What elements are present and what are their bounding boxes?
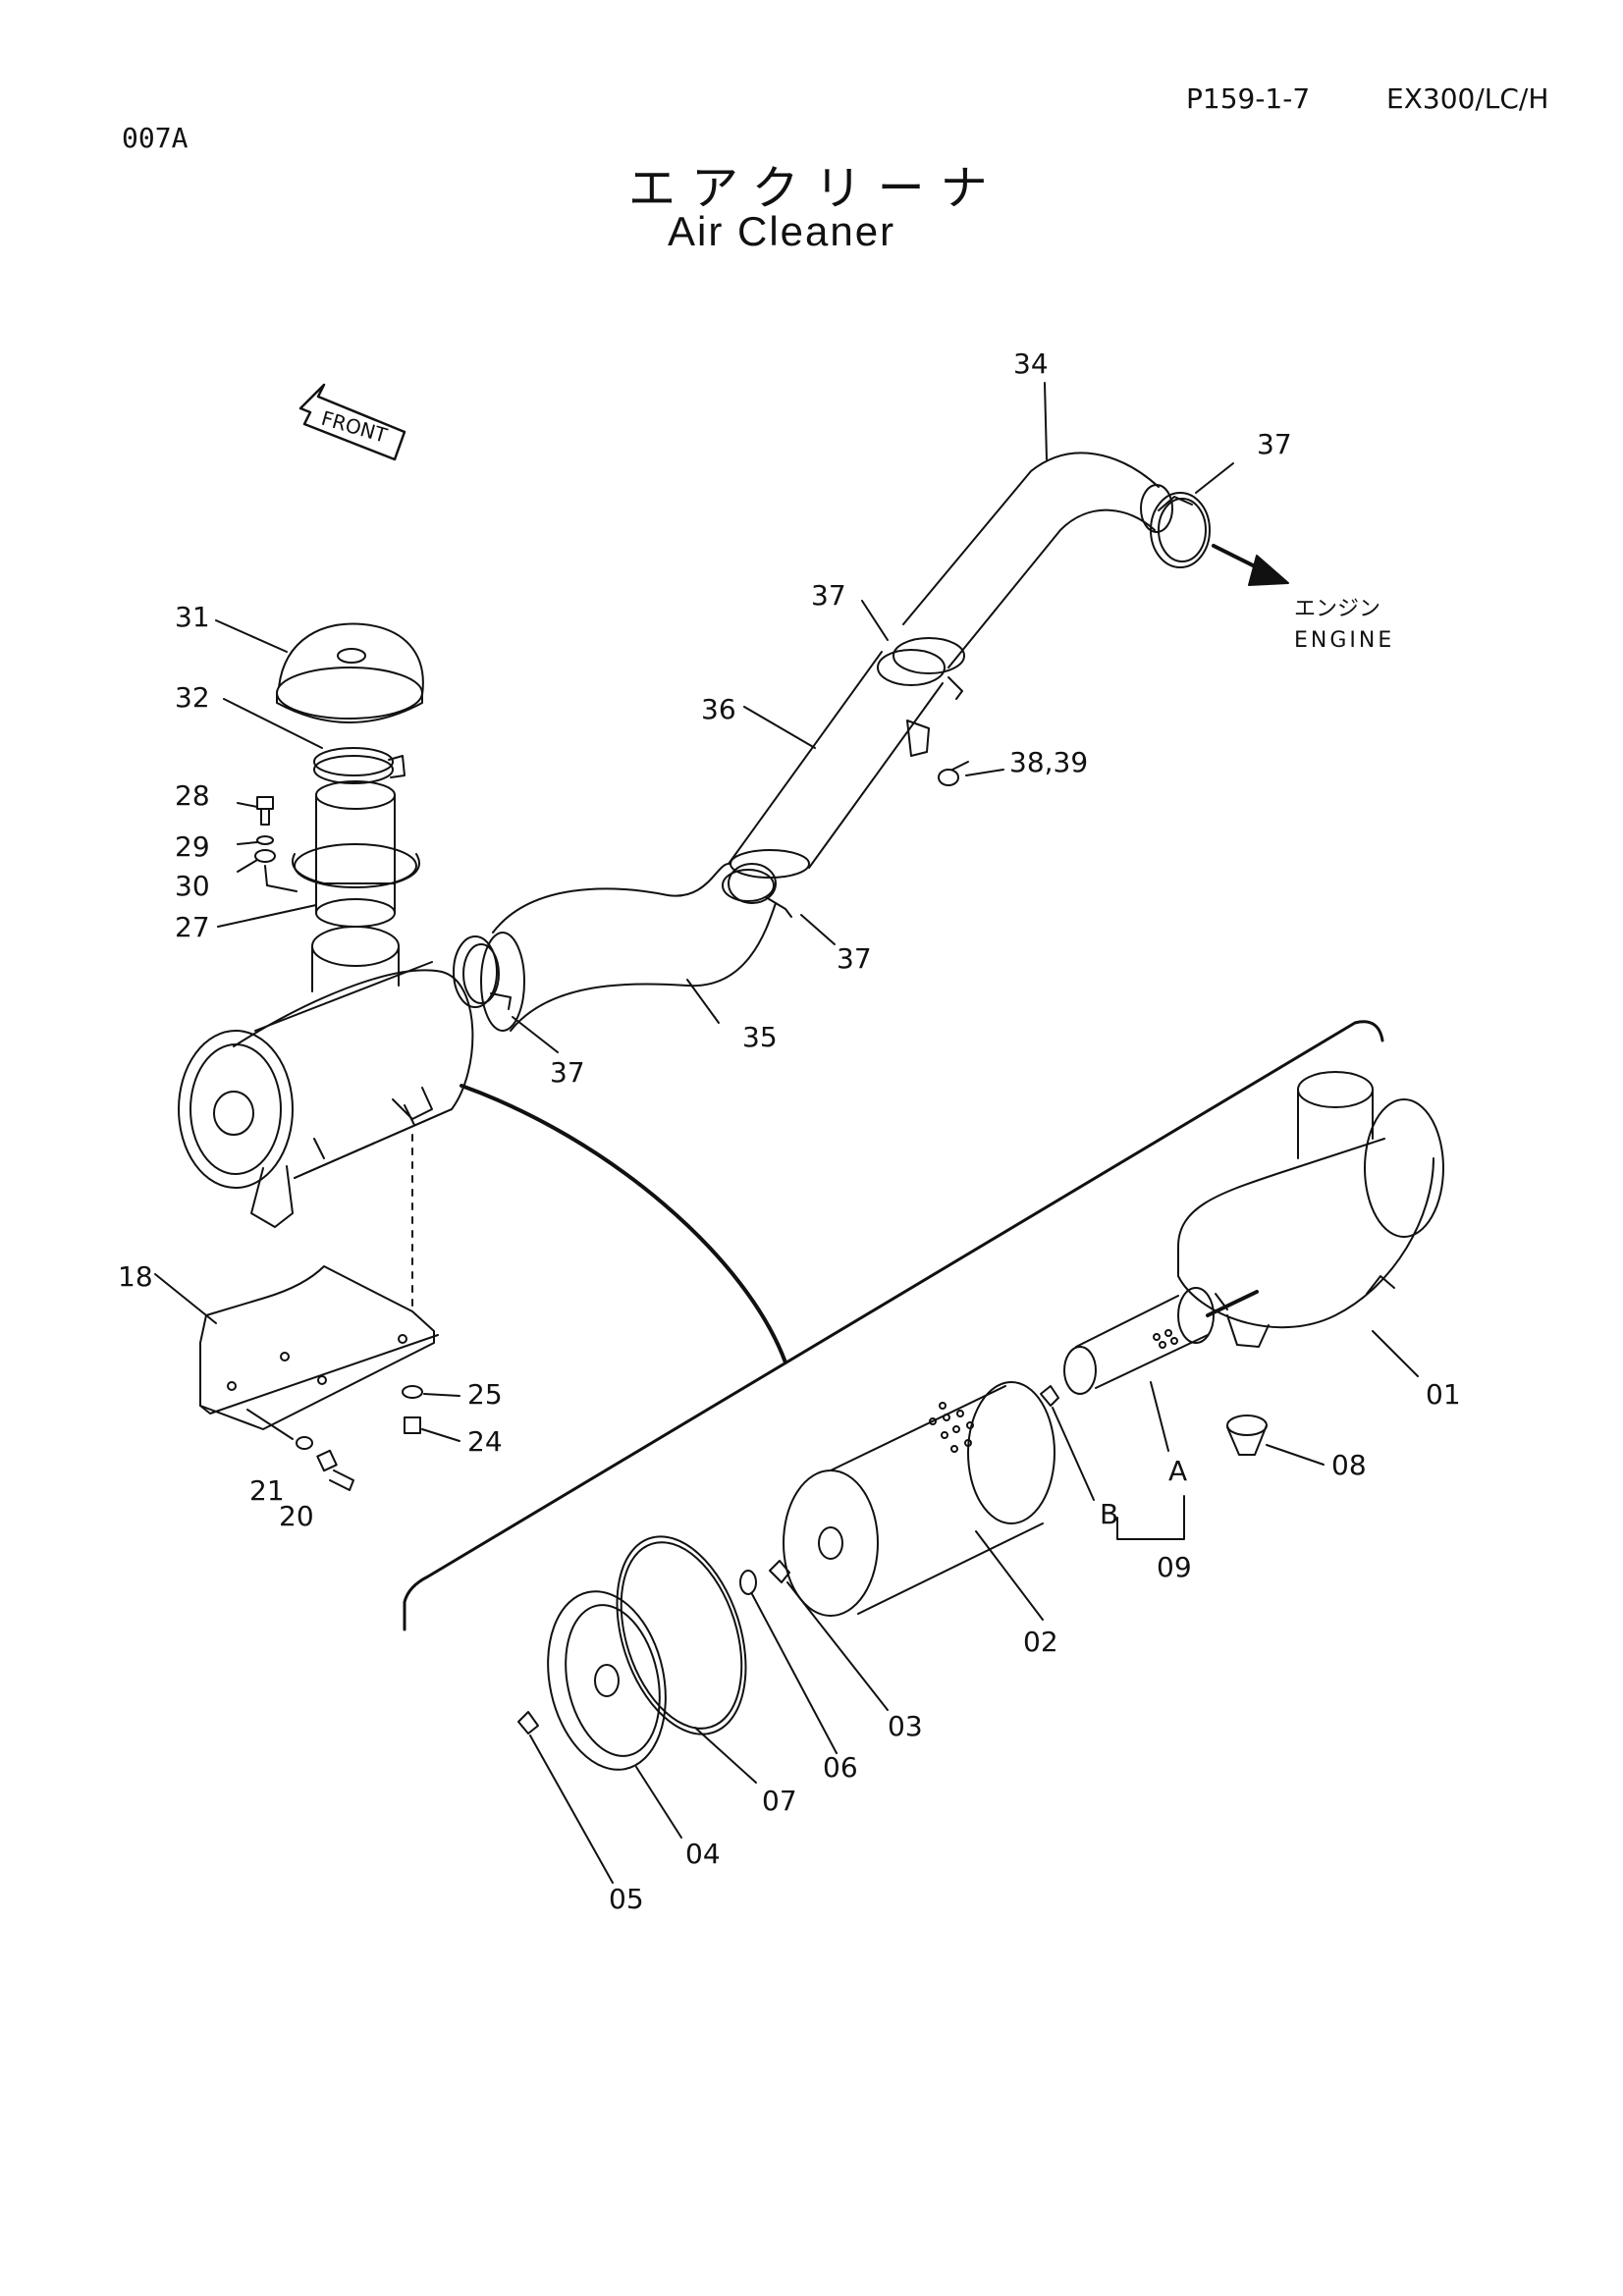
callout-37-engine: 37 — [1257, 428, 1292, 460]
bolt-28 — [257, 797, 273, 825]
wing-nut-b — [1041, 1386, 1058, 1406]
dust-valve-08 — [1227, 1415, 1267, 1455]
callout-36: 36 — [701, 693, 736, 725]
hose-34 — [903, 453, 1172, 667]
title-japanese: エアクリーナ — [628, 161, 1003, 216]
clamp-37-upper-pipe — [893, 638, 964, 699]
intake-pipe-27 — [293, 781, 419, 927]
title-english: Air Cleaner — [668, 208, 896, 254]
air-cleaner-assembly — [179, 927, 472, 1227]
callout-01: 01 — [1426, 1378, 1461, 1411]
callout-18: 18 — [118, 1260, 153, 1293]
screw-38-39 — [939, 762, 968, 785]
wing-nut-03 — [770, 1561, 789, 1582]
callout-29: 29 — [175, 830, 210, 863]
callout-37-hose: 37 — [550, 1056, 585, 1089]
clamp-37-engine — [1151, 493, 1210, 567]
bolt-24 — [405, 1417, 420, 1433]
callout-09: 09 — [1157, 1551, 1192, 1583]
front-direction-arrow: FRONT — [300, 385, 405, 459]
engine-label-japanese: エンジン — [1294, 597, 1381, 621]
engine-direction-arrow — [1214, 546, 1288, 585]
air-cleaner-body-01 — [1178, 1072, 1443, 1347]
callout-02: 02 — [1023, 1626, 1058, 1658]
callout-08: 08 — [1331, 1449, 1367, 1481]
pipe-36 — [729, 650, 945, 878]
callout-a: A — [1168, 1455, 1188, 1487]
sheet-code: 007A — [122, 122, 189, 154]
callout-06: 06 — [823, 1751, 858, 1784]
exploded-view-frame — [405, 1022, 1382, 1629]
callout-30: 30 — [175, 870, 210, 902]
bracket-18 — [200, 1135, 438, 1429]
callout-04: 04 — [685, 1838, 721, 1870]
model-code: EX300/LC/H — [1386, 82, 1549, 115]
exploded-view-boundary — [461, 1086, 785, 1362]
band-32 — [314, 748, 405, 783]
washer-25 — [403, 1386, 422, 1398]
callout-34: 34 — [1013, 347, 1049, 380]
washer-30 — [255, 850, 275, 862]
callout-35: 35 — [742, 1021, 778, 1053]
callout-21: 21 — [249, 1474, 285, 1507]
callout-32: 32 — [175, 681, 210, 714]
callout-37-lower-pipe: 37 — [837, 942, 872, 975]
callout-20: 20 — [279, 1500, 314, 1532]
leader-lines — [155, 383, 1418, 1883]
rain-cap-31 — [277, 623, 423, 722]
callout-27: 27 — [175, 911, 210, 943]
gasket-07 — [594, 1521, 769, 1751]
callout-31: 31 — [175, 601, 210, 633]
callout-24: 24 — [467, 1425, 503, 1458]
washer-21 — [297, 1437, 312, 1449]
main-element-02 — [784, 1382, 1055, 1616]
callout-25: 25 — [467, 1378, 503, 1411]
engine-label-english: ENGINE — [1294, 628, 1395, 653]
callout-03: 03 — [888, 1710, 923, 1742]
cover-04 — [532, 1580, 681, 1781]
page-reference: P159-1-7 — [1186, 82, 1311, 115]
callout-b: B — [1100, 1498, 1119, 1530]
hose-35 — [481, 864, 776, 1031]
washer-06 — [740, 1571, 756, 1594]
clamp-37-lower-pipe — [723, 870, 791, 917]
callout-37-upper-pipe: 37 — [811, 579, 846, 612]
clamp-37-hose — [454, 936, 511, 1009]
safety-element-a — [1064, 1288, 1257, 1394]
wing-nut-05 — [518, 1712, 538, 1734]
callout-05: 05 — [609, 1883, 644, 1915]
callout-07: 07 — [762, 1785, 797, 1817]
callout-28: 28 — [175, 779, 210, 812]
washer-29 — [257, 836, 273, 844]
callout-38-39: 38,39 — [1009, 746, 1089, 778]
bolt-20 — [317, 1451, 353, 1490]
